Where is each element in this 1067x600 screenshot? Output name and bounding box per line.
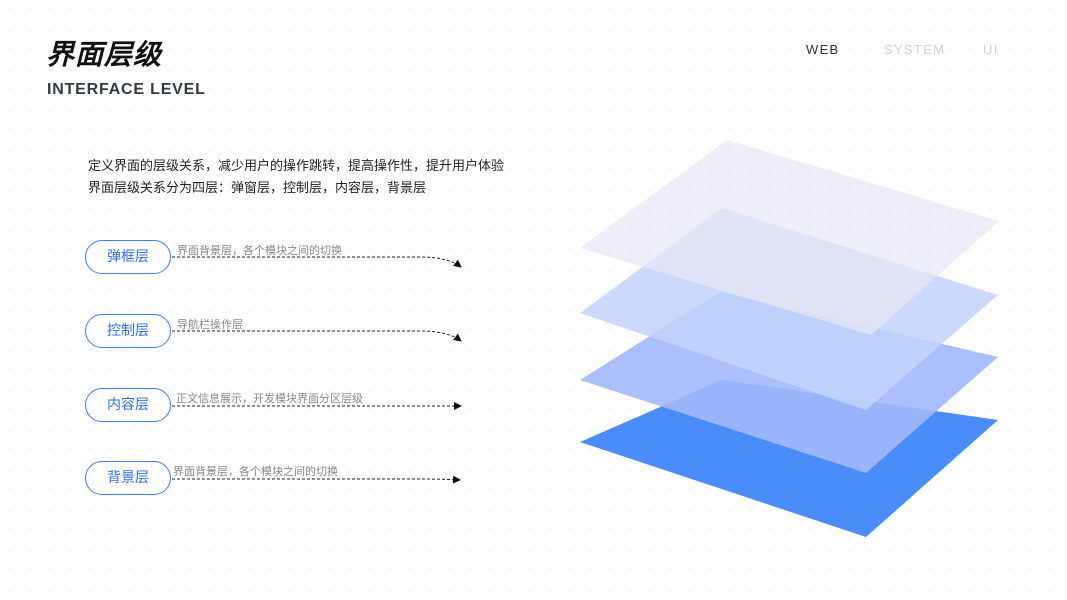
layer-stack-illustration <box>0 0 1067 600</box>
